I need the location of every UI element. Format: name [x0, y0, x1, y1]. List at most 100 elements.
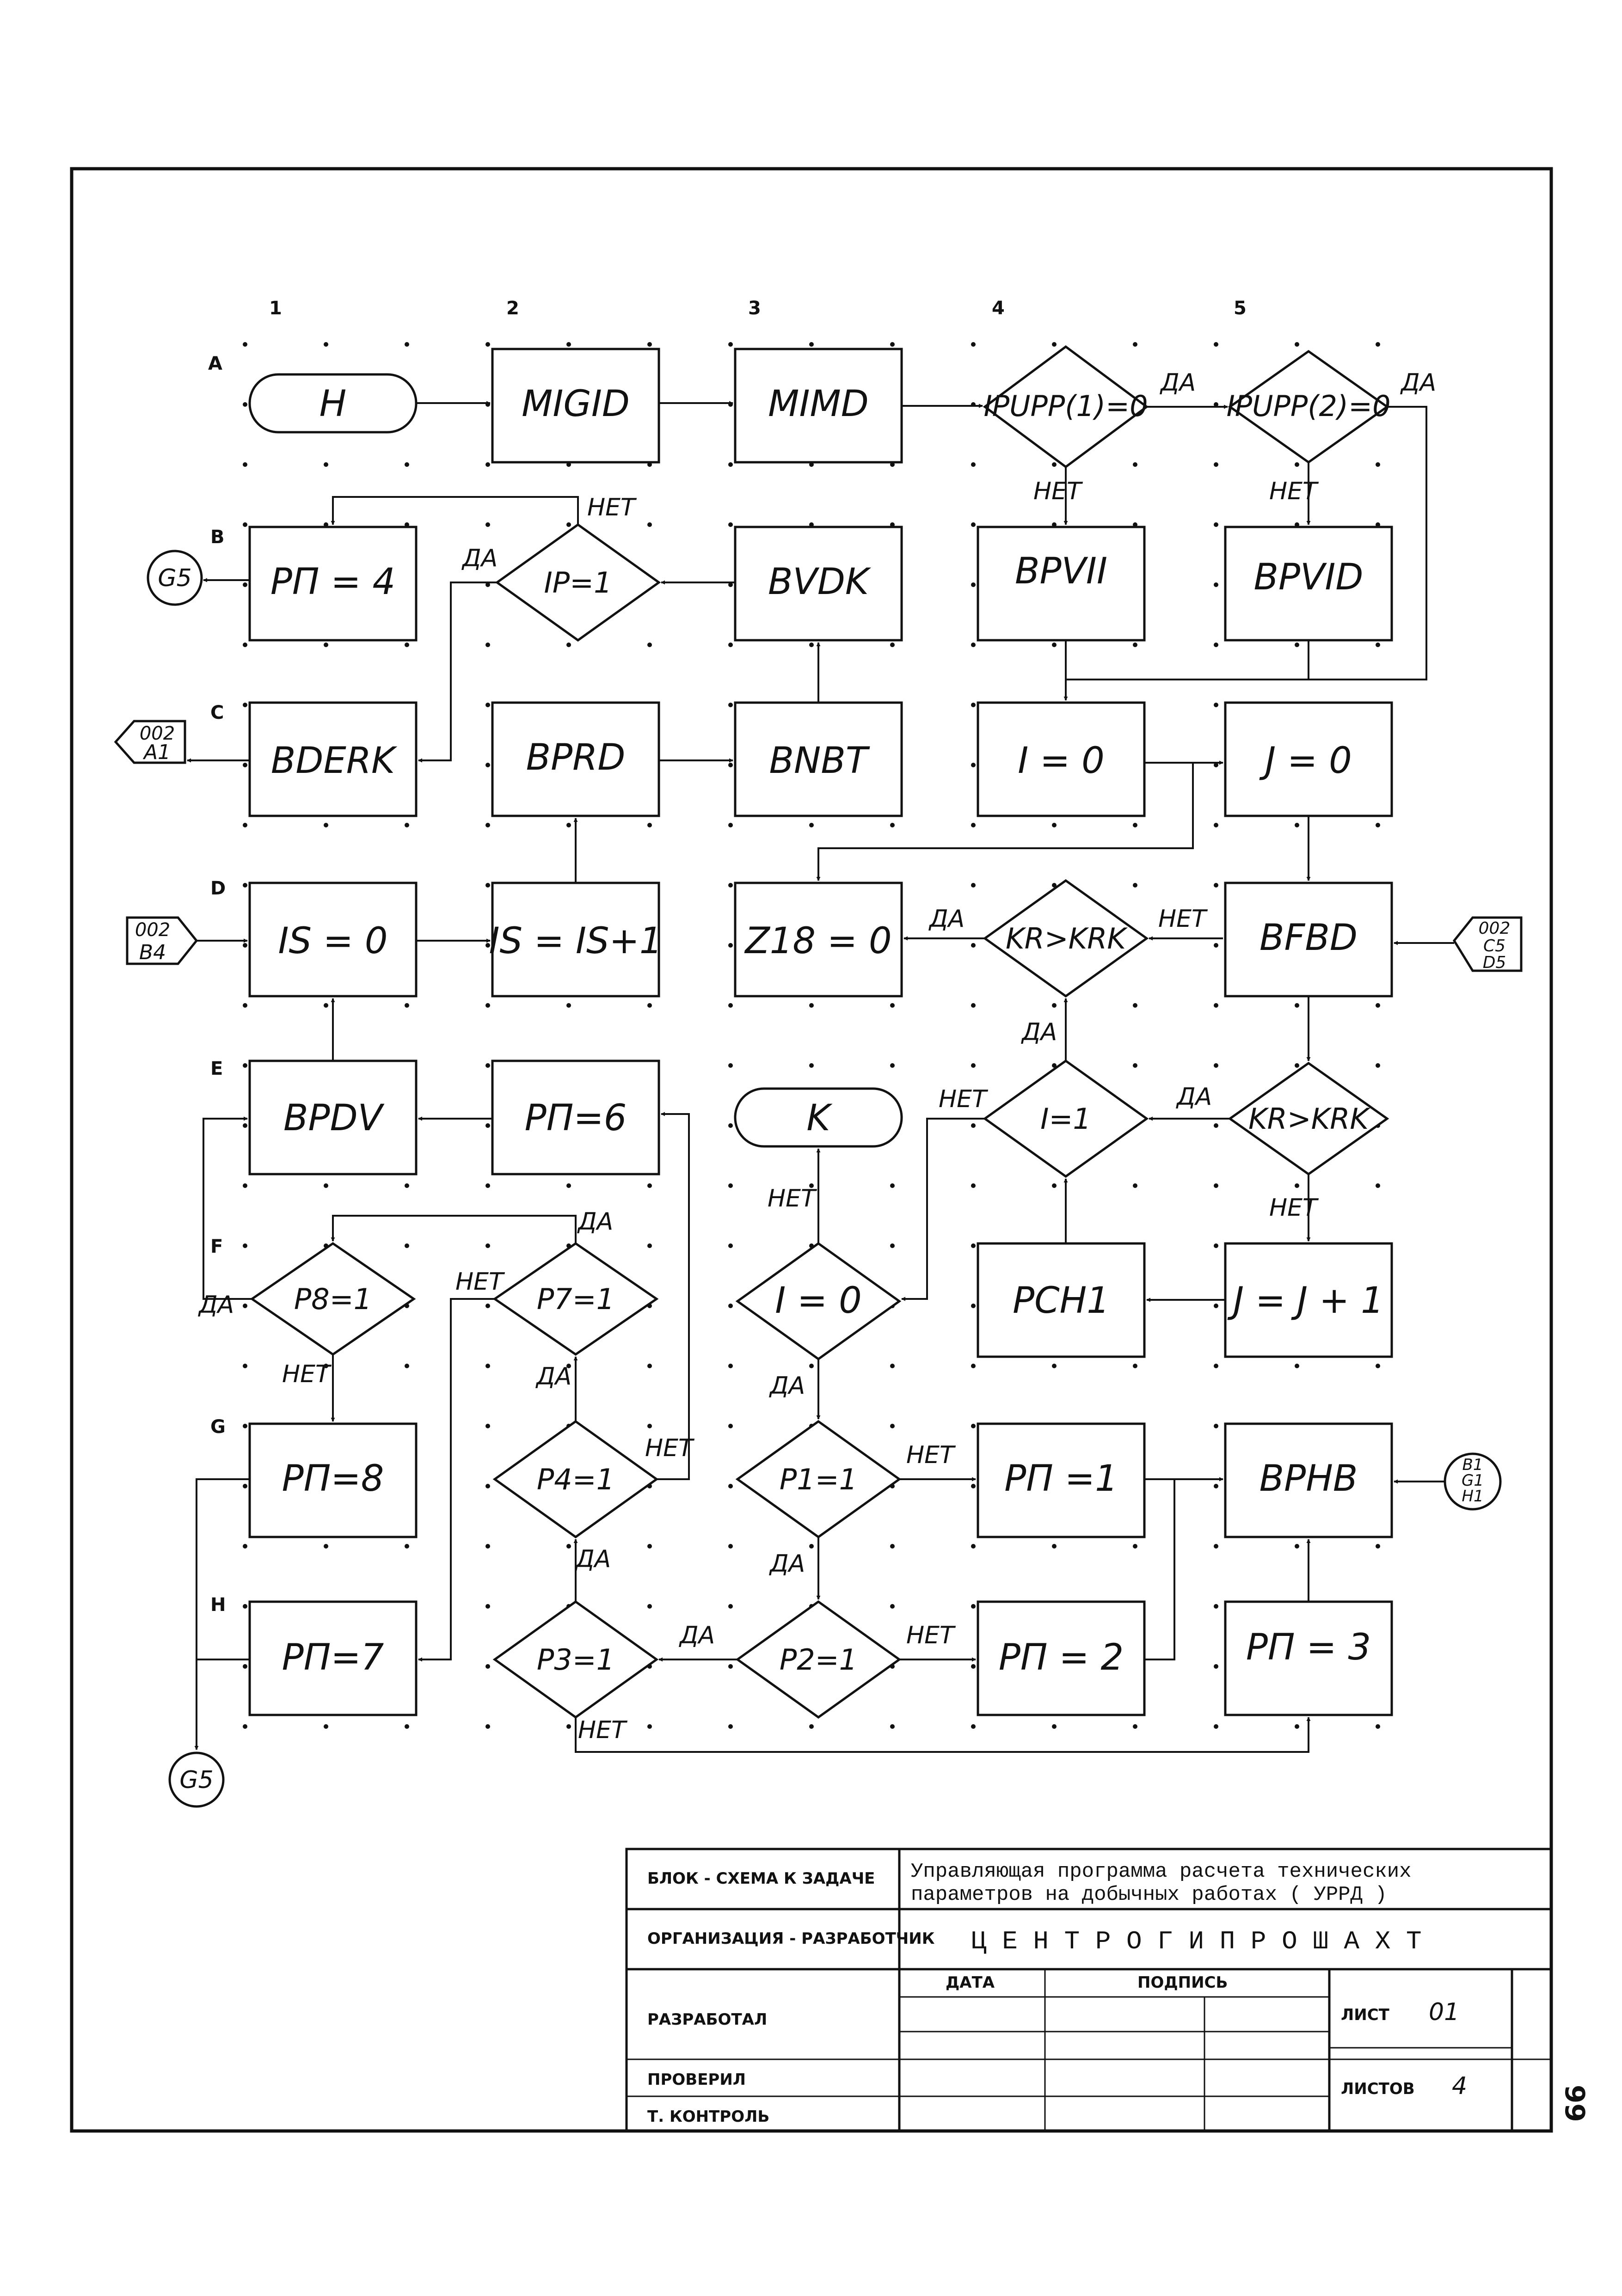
grid-dot — [1052, 1544, 1057, 1549]
grid-dot — [485, 1183, 490, 1188]
doc-title-line2: параметров на добычных работах ( УРРД ) — [911, 1883, 1387, 1906]
grid-dot — [243, 1664, 247, 1669]
grid-dot — [243, 522, 247, 527]
grid-dot — [971, 1724, 976, 1729]
grid-dot — [243, 763, 247, 767]
block-rp2 — [977, 1600, 1146, 1716]
grid-dot — [1052, 342, 1057, 347]
block-texts: Н MIGID MIMD IPUPP(1)=0 IPUPP(2)=0 РП = … — [270, 383, 1391, 1678]
grid-dot — [1214, 943, 1218, 948]
flow-line — [203, 1116, 252, 1300]
grid-dot — [728, 943, 733, 948]
column-number: 2 — [506, 298, 519, 319]
grid-dot — [728, 1364, 733, 1368]
grid-dot — [1052, 883, 1057, 888]
grid-dot — [485, 462, 490, 467]
row-letter: A — [208, 353, 222, 374]
p3-label: P3=1 — [537, 1643, 614, 1677]
connector-label: G5 — [179, 1766, 213, 1794]
grid-dot — [728, 462, 733, 467]
title-block-texts: БЛОК - СХЕМА К ЗАДАЧЕ Управляющая програ… — [647, 1860, 1467, 2126]
krkrk1-label: KR>KRK — [1006, 922, 1128, 955]
no-label: НЕТ — [587, 494, 637, 521]
krkrk2-label: KR>KRK — [1248, 1102, 1370, 1136]
yes-label: ДА — [198, 1291, 234, 1319]
grid-dot — [728, 1063, 733, 1068]
flow-line — [901, 1118, 985, 1301]
yes-label: ДА — [1021, 1018, 1057, 1046]
connector-label: C5 — [1483, 937, 1505, 955]
sheets-value: 4 — [1452, 2072, 1467, 2100]
grid-dot — [890, 1544, 895, 1549]
grid-dot — [1052, 1183, 1057, 1188]
grid-dot — [243, 1544, 247, 1549]
grid-dot — [890, 1243, 895, 1248]
connector-002-c5d5 — [1452, 916, 1523, 972]
grid-dot — [243, 1063, 247, 1068]
bpdv-label: BPDV — [283, 1097, 385, 1139]
ipupp2-label: IPUPP(2)=0 — [1226, 389, 1390, 423]
grid-dot — [971, 342, 976, 347]
connector-label: B4 — [139, 941, 166, 964]
org-label: ОРГАНИЗАЦИЯ - РАЗРАБОТЧИК — [647, 1929, 935, 1948]
grid-dot — [971, 1544, 976, 1549]
connector-label: 002 — [140, 723, 175, 744]
no-label: НЕТ — [906, 1622, 956, 1649]
flow-line — [1144, 1479, 1175, 1660]
grid-dot — [1295, 1003, 1299, 1008]
grid-dot — [1133, 462, 1137, 467]
grid-dot — [647, 643, 652, 647]
grid-dot — [728, 1484, 733, 1488]
grid-dot — [405, 1364, 409, 1368]
flow-lines — [187, 401, 1454, 1753]
yes-label: ДА — [1400, 369, 1436, 397]
grid-dot — [1133, 1364, 1137, 1368]
grid-dot — [1214, 703, 1218, 707]
grid-dot — [1214, 1063, 1218, 1068]
block-rp1 — [977, 1422, 1146, 1538]
grid-dot — [243, 402, 247, 407]
grid-dot — [324, 823, 328, 827]
grid-dot — [647, 1424, 652, 1428]
block-bderk — [248, 701, 418, 817]
ieq0-label: I = 0 — [775, 1280, 862, 1322]
grid-dot — [971, 1243, 976, 1248]
column-number: 4 — [992, 298, 1005, 319]
no-label: НЕТ — [1269, 1194, 1319, 1222]
grid-dot — [728, 582, 733, 587]
grid-dot — [566, 643, 571, 647]
block-rp6 — [491, 1059, 660, 1176]
yes-label: ДА — [577, 1208, 613, 1236]
yes-label: ДА — [575, 1545, 611, 1573]
no-label: НЕТ — [768, 1185, 817, 1212]
rp2-label: РП = 2 — [999, 1637, 1124, 1678]
grid-dot — [243, 1724, 247, 1729]
grid-dot — [1214, 1243, 1218, 1248]
grid-dot — [1214, 582, 1218, 587]
grid-dot — [647, 1604, 652, 1609]
flow-line — [418, 1298, 495, 1662]
grid-dot — [890, 1424, 895, 1428]
migid-label: MIGID — [522, 383, 630, 425]
bvdk-label: BVDK — [768, 561, 872, 603]
grid-dot — [485, 823, 490, 827]
grid-dot — [1052, 823, 1057, 827]
grid-dot — [1295, 1364, 1299, 1368]
grid-dot — [243, 1364, 247, 1368]
sheet-value: 01 — [1429, 1998, 1459, 2026]
row-letter: C — [210, 702, 224, 723]
grid-dot — [566, 1364, 571, 1368]
grid-dot — [971, 643, 976, 647]
block-mimd — [734, 348, 903, 464]
grid-dot — [324, 1544, 328, 1549]
yes-label: ДА — [535, 1363, 571, 1390]
grid-dot — [405, 1183, 409, 1188]
grid-dot — [405, 1544, 409, 1549]
grid-dot — [971, 462, 976, 467]
grid-dot — [728, 643, 733, 647]
grid-dot — [1214, 823, 1218, 827]
grid-dot — [809, 823, 814, 827]
grid-dot — [647, 1183, 652, 1188]
grid-dot — [324, 1003, 328, 1008]
